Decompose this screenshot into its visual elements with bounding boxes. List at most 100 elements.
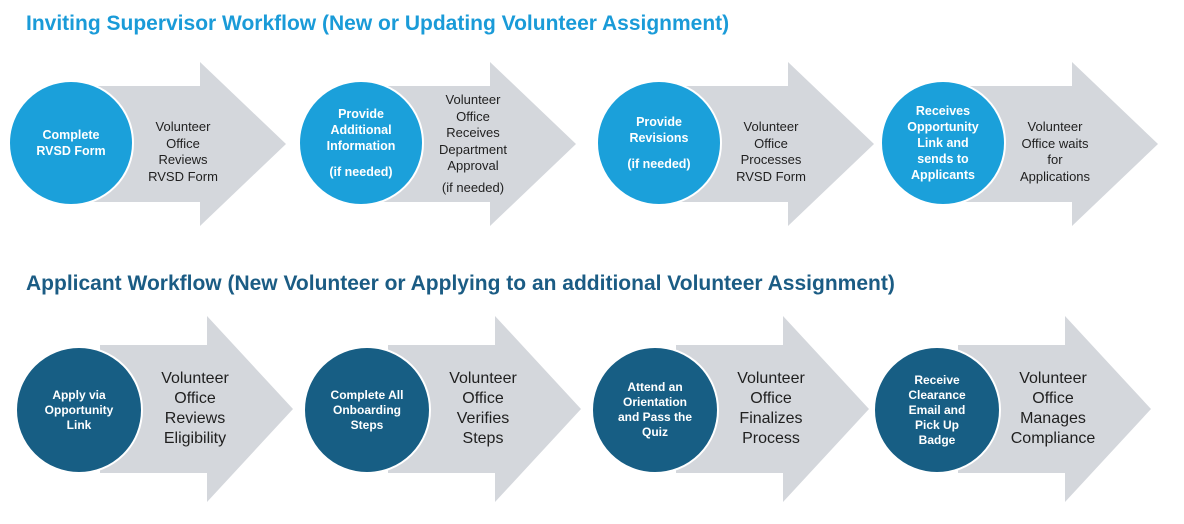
arrow-description-line: for: [1047, 152, 1063, 167]
arrow-description-line: Volunteer: [1019, 370, 1087, 387]
arrow-description-line: Approval: [447, 158, 499, 173]
arrow-description-line: Volunteer: [1027, 119, 1083, 134]
step-label-line: sends to: [917, 152, 969, 166]
arrow-description-line: Verifies: [456, 410, 510, 427]
step-label-line: Receives: [915, 104, 971, 118]
step-label-line: Opportunity: [44, 402, 114, 417]
step-label-line: Link: [66, 417, 92, 432]
process-arrow: [93, 62, 286, 226]
process-arrow: [388, 316, 581, 502]
arrow-description-line: RVSD Form: [736, 168, 806, 184]
step-label-line: (if needed): [627, 157, 691, 171]
arrow-description-line: Volunteer: [743, 119, 799, 134]
step-label-line: Additional: [330, 123, 392, 137]
applicant-workflow-title: Applicant Workflow (New Volunteer or App…: [26, 272, 895, 295]
step-label-line: Steps: [350, 417, 384, 432]
step-label-line: Provide: [636, 115, 682, 129]
arrow-description-line: Office: [1032, 390, 1074, 407]
arrow-description-line: Process: [742, 430, 800, 447]
step-label-line: Attend an: [627, 380, 683, 394]
process-arrow: [958, 316, 1151, 502]
step-label-line: RVSD Form: [36, 144, 106, 158]
arrow-shape: [100, 316, 293, 502]
arrow-description-line: Volunteer: [161, 370, 229, 387]
arrow-description-line: Department: [439, 141, 507, 157]
process-arrow: [383, 62, 576, 226]
arrow-description-line: RVSD Form: [148, 168, 218, 184]
arrow-description-line: Office: [750, 390, 792, 407]
step-label-line: Email and: [908, 402, 966, 417]
process-arrow: [965, 62, 1158, 226]
arrow-shape: [958, 316, 1151, 502]
arrow-description-line: Processes: [740, 152, 802, 167]
arrow-description-line: Compliance: [1010, 430, 1096, 447]
supervisor-workflow-title: Inviting Supervisor Workflow (New or Upd…: [26, 12, 730, 35]
arrow-description-line: Office: [166, 135, 200, 151]
arrow-shape: [93, 62, 286, 226]
step-label-line: Receive: [914, 372, 960, 387]
step-label-line: Revisions: [629, 131, 689, 145]
arrow-shape: [388, 316, 581, 502]
step-label-line: Pick Up: [914, 417, 959, 432]
arrow-shape: [681, 62, 874, 226]
arrow-description-line: Reviews: [164, 410, 226, 427]
arrow-description-line: Office: [462, 390, 504, 407]
step-label-line: Badge: [918, 432, 956, 447]
step-label-line: Complete All: [330, 387, 404, 402]
step-label-line: Apply via: [52, 387, 106, 402]
arrow-description-line: Steps: [462, 430, 504, 447]
step-label-line: Orientation: [622, 395, 687, 409]
arrow-shape: [965, 62, 1158, 226]
arrow-shape: [676, 316, 869, 502]
step-label-line: Opportunity: [907, 120, 979, 134]
step-label-line: (if needed): [329, 165, 393, 179]
arrow-description-line: Finalizes: [739, 410, 803, 427]
step-label-line: Link and: [917, 136, 969, 150]
arrow-description-line: Office: [456, 108, 490, 124]
arrow-description-line: Volunteer: [155, 119, 211, 134]
arrow-description-line: Volunteer: [737, 370, 805, 387]
step-label-line: Clearance: [908, 387, 966, 402]
arrow-description-line: Eligibility: [163, 430, 227, 447]
arrow-description-line: Reviews: [158, 152, 208, 167]
arrow-description-line: Applications: [1019, 168, 1091, 184]
arrow-description-line: Volunteer: [449, 370, 517, 387]
arrow-shape: [383, 62, 576, 226]
step-label-line: Onboarding: [333, 402, 401, 417]
step-label-line: Complete: [42, 128, 100, 142]
process-arrow: [676, 316, 869, 502]
arrow-description-line: Office: [174, 390, 216, 407]
arrow-description-line: Office waits: [1021, 135, 1089, 151]
arrow-description-line: Receives: [446, 125, 500, 140]
arrow-description-line: (if needed): [441, 179, 505, 195]
arrow-description-line: Volunteer: [445, 92, 501, 107]
step-label-line: Provide: [338, 107, 384, 121]
step-label-line: Applicants: [911, 168, 975, 182]
step-label-line: and Pass the: [617, 410, 693, 424]
arrow-description-line: Office: [754, 135, 788, 151]
step-label-line: Information: [326, 139, 396, 153]
step-label-line: Quiz: [642, 425, 668, 439]
